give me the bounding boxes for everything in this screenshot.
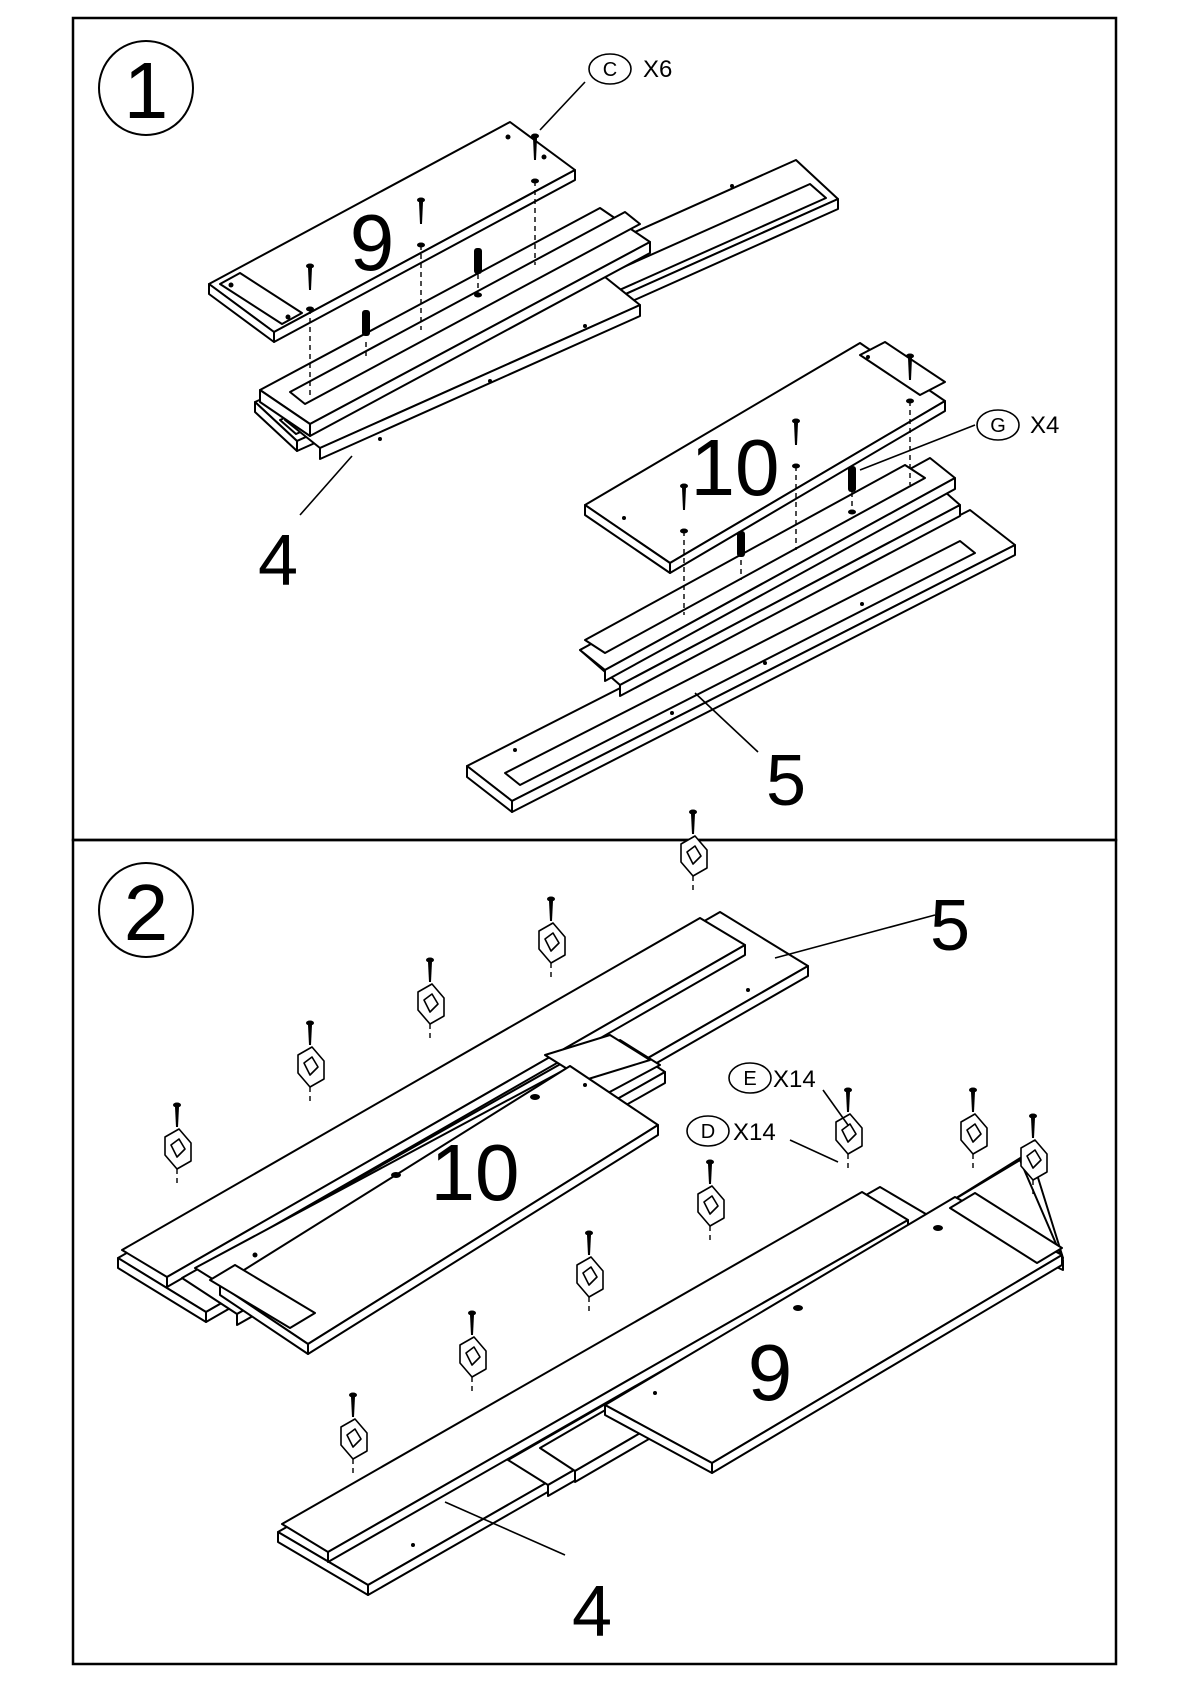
step-1: 1: [99, 41, 1059, 821]
step-1-number: 1: [124, 46, 169, 135]
legend-D-letter: D: [701, 1121, 715, 1143]
part-9-label: 9: [350, 198, 395, 287]
step-2-part-5-label: 5: [930, 886, 970, 966]
step-2-part-4-label: 4: [572, 1572, 612, 1652]
step-2-part-10-label: 10: [431, 1128, 520, 1217]
corner-bracket-icon: [961, 1088, 987, 1173]
legend-E-qty: X14: [773, 1066, 816, 1093]
legend-E: E X14: [729, 1063, 848, 1125]
dowel-icon: [737, 531, 745, 557]
dowel-icon: [474, 248, 482, 274]
corner-bracket-icon: [165, 1103, 191, 1188]
part-10-label: 10: [691, 423, 780, 512]
legend-C-letter: C: [603, 59, 617, 81]
corner-bracket-icon: [460, 1311, 486, 1396]
corner-bracket-icon: [698, 1160, 724, 1245]
legend-C-qty: X6: [643, 56, 672, 83]
part-4-label: 4: [258, 521, 298, 601]
dowel-icon: [362, 310, 370, 336]
legend-D-qty: X14: [733, 1119, 776, 1146]
corner-bracket-icon: [539, 897, 565, 982]
part-5-label: 5: [766, 741, 806, 821]
corner-bracket-icon: [836, 1088, 862, 1173]
step-2: 2 5 10: [99, 810, 1063, 1653]
legend-G-qty: X4: [1030, 412, 1059, 439]
corner-bracket-icon: [341, 1393, 367, 1478]
legend-D: D X14: [687, 1116, 838, 1162]
legend-E-letter: E: [743, 1068, 756, 1090]
step-2-number: 2: [124, 868, 169, 957]
corner-bracket-icon: [681, 810, 707, 895]
step-2-part-9-label: 9: [748, 1328, 793, 1417]
dowel-icon: [848, 466, 856, 492]
corner-bracket-icon: [577, 1231, 603, 1316]
corner-bracket-icon: [418, 958, 444, 1043]
corner-bracket-icon: [298, 1021, 324, 1106]
legend-C: C X6: [540, 54, 672, 130]
legend-G-letter: G: [990, 415, 1006, 437]
